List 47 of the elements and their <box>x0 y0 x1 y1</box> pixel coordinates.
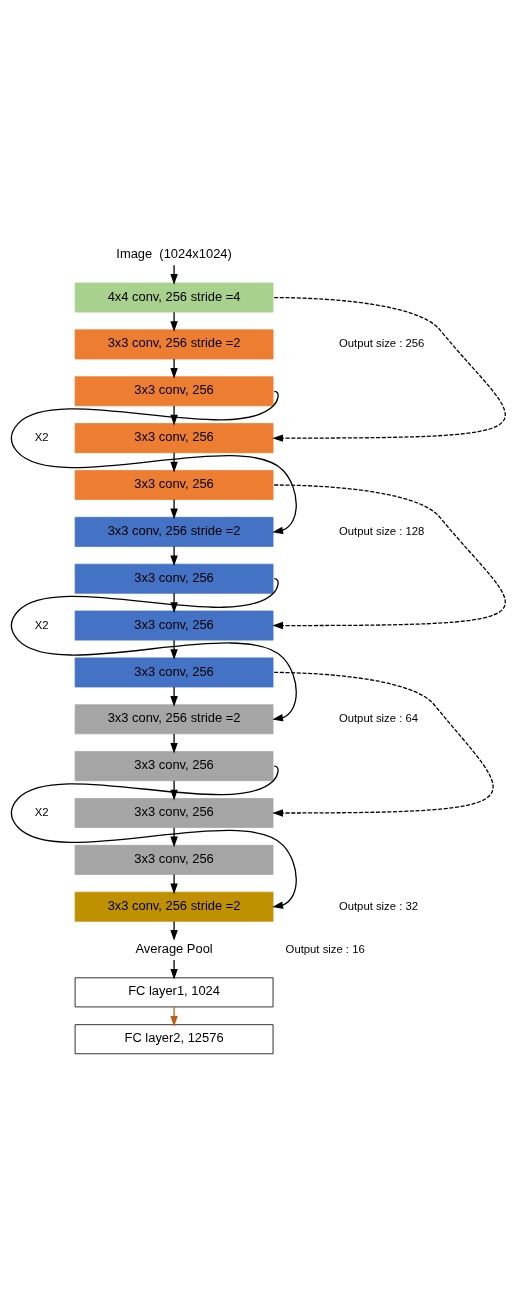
arrow <box>170 358 178 379</box>
arrow <box>170 592 178 613</box>
node-box: 3x3 conv, 256 <box>74 610 274 641</box>
arrow <box>170 686 178 707</box>
node-box: 3x3 conv, 256 <box>74 423 274 454</box>
label: Output size : 16 <box>285 942 365 955</box>
label: Output size : 256 <box>339 337 425 350</box>
arrow <box>10 578 297 722</box>
arrow <box>170 733 178 754</box>
node-box: 3x3 conv, 256 <box>74 563 274 594</box>
arrow <box>170 311 178 332</box>
node-box: 3x3 conv, 256 <box>74 470 274 500</box>
arrow <box>272 296 506 442</box>
label: X2 <box>34 806 49 818</box>
arrow <box>170 498 178 520</box>
arrow <box>170 959 178 980</box>
node-box: 3x3 conv, 256 <box>74 798 274 828</box>
node-box: 3x3 conv, 256 stride =2 <box>74 516 274 547</box>
arrow <box>170 920 178 941</box>
arrow <box>170 827 178 848</box>
label: Output size : 64 <box>338 712 419 725</box>
node-box: 3x3 conv, 256 stride =2 <box>74 704 274 735</box>
label: Output size : 32 <box>338 899 419 912</box>
arrow <box>170 639 178 660</box>
node-text: Average Pool <box>135 940 213 956</box>
arrow <box>170 873 178 895</box>
node-box: 4x4 conv, 256 stride =4 <box>74 282 274 313</box>
arrow <box>170 545 178 567</box>
node-box: 3x3 conv, 256 <box>74 657 274 688</box>
label: X2 <box>34 431 49 444</box>
node-box: 3x3 conv, 256 <box>74 751 274 782</box>
label: Output size : 128 <box>339 524 425 537</box>
node-box: 3x3 conv, 256 stride =2 <box>74 329 274 360</box>
label: X2 <box>34 618 49 631</box>
node-box: FC layer1, 1024 <box>74 977 274 1008</box>
node-box: 3x3 conv, 256 <box>74 376 274 407</box>
node-box: 3x3 conv, 256 <box>74 844 274 875</box>
arrow <box>170 452 178 473</box>
node-box: FC layer2, 12576 <box>74 1024 274 1055</box>
node-box: 3x3 conv, 256 stride =2 <box>74 891 274 922</box>
arrow <box>170 1006 178 1027</box>
arrow <box>170 264 178 285</box>
arrow <box>272 484 506 630</box>
arrow <box>272 671 494 817</box>
node-text: Image (1024x1024) <box>116 245 232 261</box>
arrow <box>10 765 297 909</box>
arrow <box>10 390 297 535</box>
